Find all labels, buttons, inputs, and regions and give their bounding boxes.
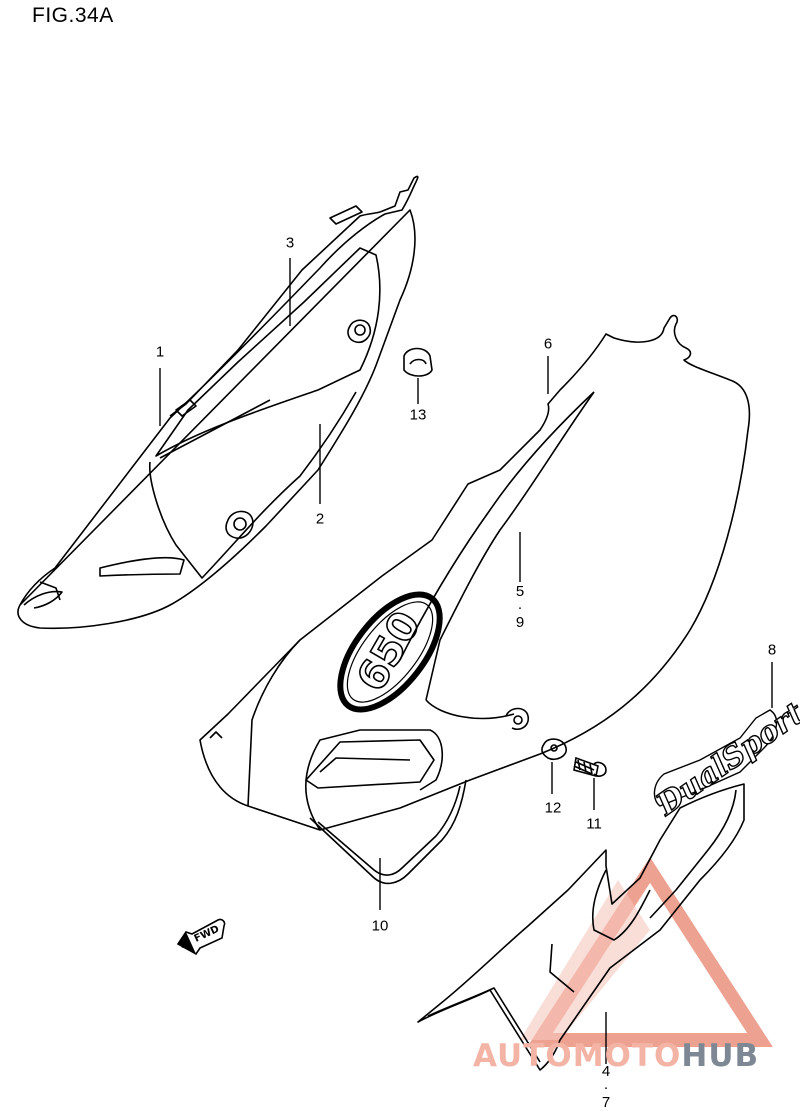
callout-12: 12 — [544, 799, 562, 817]
callout-11: 11 — [586, 815, 602, 833]
watermark-part-a: AUTOMOTO — [473, 1038, 682, 1074]
callout-8: 8 — [767, 641, 777, 659]
callout-13: 13 — [409, 406, 427, 424]
callout-10: 10 — [371, 917, 389, 935]
figure-title: FIG.34A — [32, 4, 114, 27]
number-decal-650: 650 — [337, 591, 443, 713]
callout-5-9: 5 · 9 — [516, 584, 524, 631]
fwd-arrow-icon: FWD — [176, 918, 226, 956]
grommet-13 — [403, 347, 433, 377]
callout-4: 4 — [601, 1063, 611, 1080]
washer-12 — [541, 738, 567, 761]
svg-text:650: 650 — [348, 604, 430, 699]
callout-6: 6 — [543, 335, 553, 353]
callout-dot: · — [517, 599, 523, 616]
watermark-part-b: HUB — [681, 1038, 760, 1074]
callout-1: 1 — [155, 343, 165, 361]
lower-panel-10 — [309, 779, 467, 885]
screw-11 — [573, 756, 607, 777]
callout-4-7: 4 · 7 — [602, 1064, 610, 1111]
callout-3: 3 — [285, 234, 295, 252]
svg-text:DualSport: DualSport — [650, 696, 800, 823]
side-cover-upper — [17, 175, 419, 630]
callout-5: 5 — [515, 583, 525, 600]
watermark-text: AUTOMOTOHUB — [473, 1038, 759, 1074]
leader-lines — [159, 258, 773, 1064]
side-cover-main — [199, 314, 751, 831]
callout-dot: · — [603, 1079, 609, 1096]
callout-7: 7 — [601, 1094, 611, 1111]
callout-9: 9 — [515, 614, 525, 631]
emblem-dualsport: DualSport — [649, 695, 800, 824]
callout-2: 2 — [315, 510, 325, 528]
stripe-decal — [417, 783, 745, 1071]
watermark-triangle-icon — [520, 857, 773, 1047]
